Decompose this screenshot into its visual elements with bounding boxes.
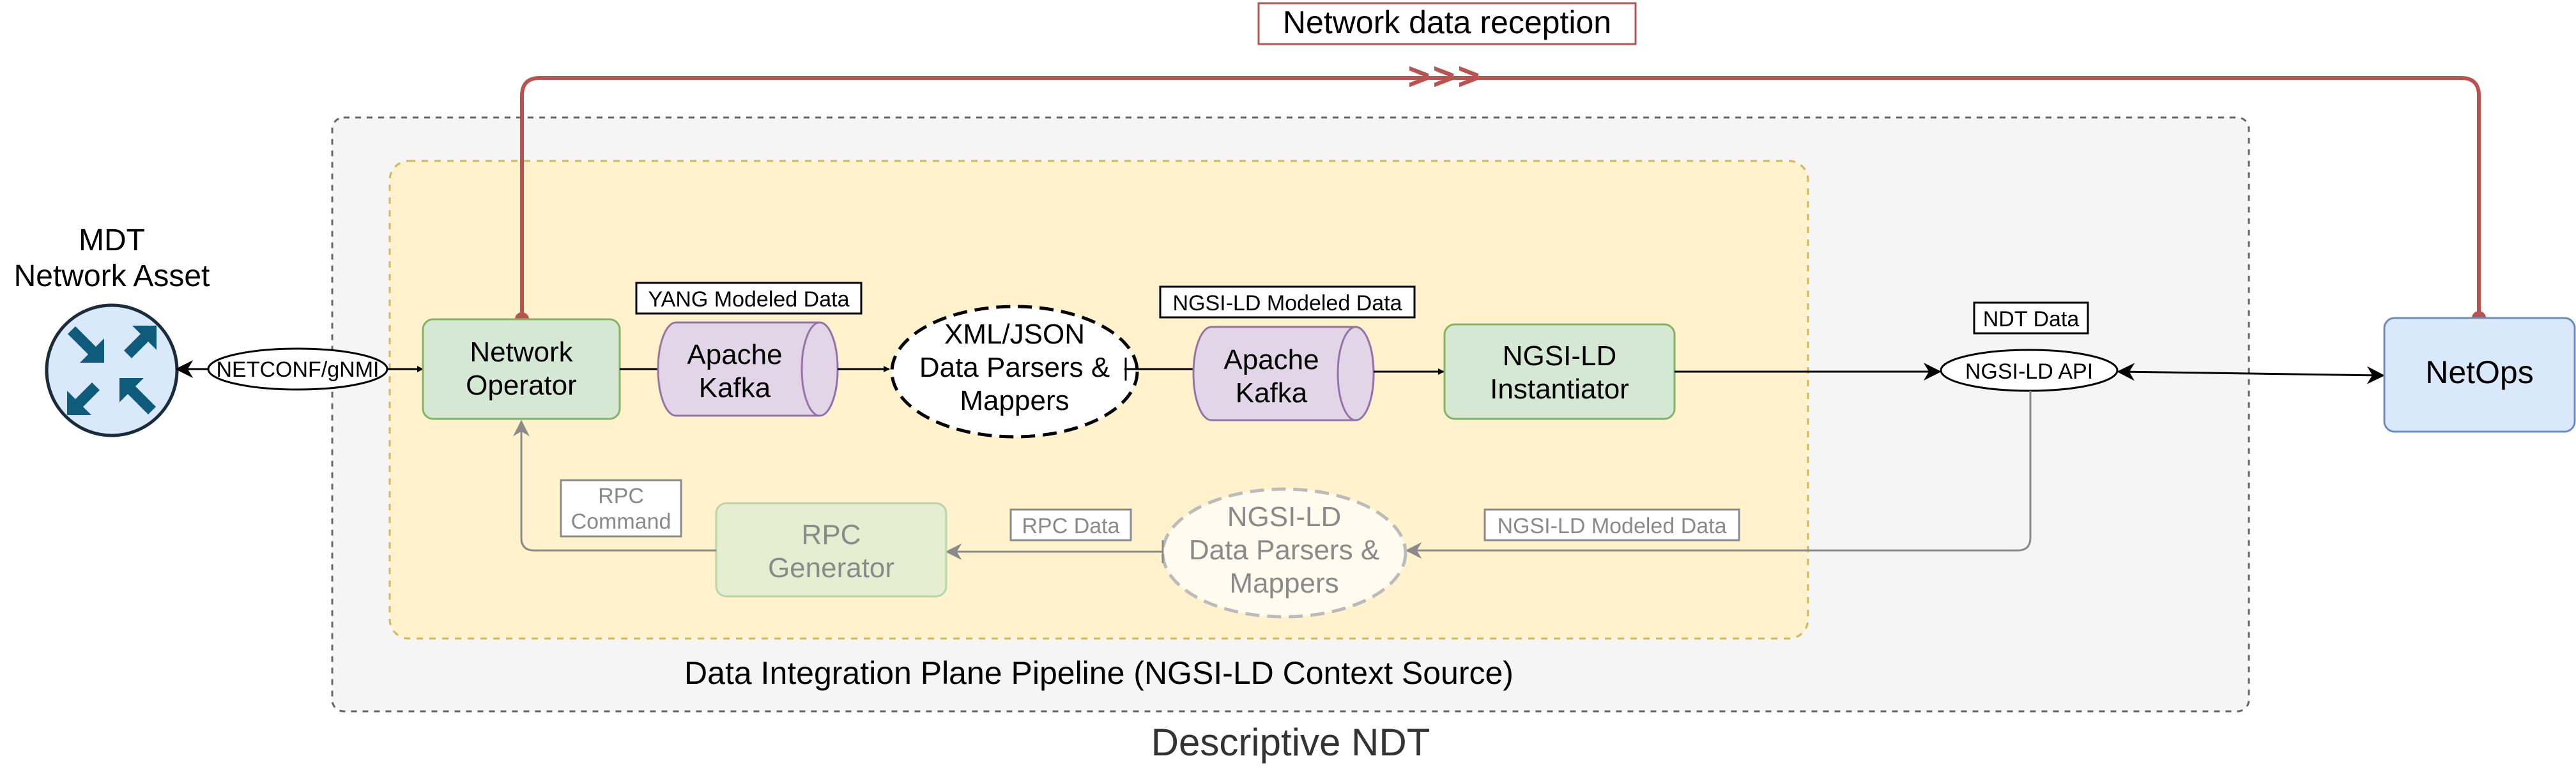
rpc-generator-line2: Generator — [768, 552, 894, 584]
rpc-generator-line1: RPC — [802, 519, 861, 550]
ngsild-modeled-top-label: NGSI-LD Modeled Data — [1172, 291, 1402, 315]
kafka2-cylinder — [1192, 326, 1375, 421]
reception-chevrons: >>> — [1407, 55, 1482, 98]
ngsild-instantiator-line2: Instantiator — [1490, 374, 1629, 405]
netops-box[interactable] — [2383, 317, 2576, 433]
ngsild-instantiator-line1: NGSI-LD — [1503, 340, 1616, 372]
xml-json-parsers-line1: XML/JSON — [944, 319, 1085, 350]
ndt-data-label: NDT Data — [1983, 307, 2080, 331]
rpc-command-box — [560, 479, 682, 538]
ngsild-parsers-ellipse — [1161, 487, 1407, 619]
xml-json-parsers-ellipse — [890, 305, 1139, 439]
network-operator-box — [422, 318, 621, 420]
descriptive-ndt-label: Descriptive NDT — [1151, 721, 1430, 764]
asset-title-line1: MDT — [79, 223, 145, 257]
network-data-reception-label: Network data reception — [1283, 4, 1611, 40]
rpc-data-label: RPC Data — [1022, 514, 1119, 538]
rpc-command-line1: RPC — [598, 484, 644, 508]
ngsild-parsers-line1: NGSI-LD — [1227, 501, 1341, 533]
pipeline-label: Data Integration Plane Pipeline (NGSI-LD… — [684, 655, 1514, 691]
rpcgen-operator-path — [513, 420, 716, 552]
rpc-data-box — [1009, 508, 1132, 541]
kafka1-cylinder — [657, 321, 839, 417]
protocol-ellipse — [207, 347, 388, 391]
yang-label: YANG Modeled Data — [648, 287, 850, 312]
ngsild-modeled-bottom-label: NGSI-LD Modeled Data — [1497, 514, 1726, 538]
xml-json-parsers-line3: Mappers — [960, 385, 1069, 416]
kafka1-line2: Kafka — [699, 372, 771, 404]
ngsild-api-label: NGSI-LD API — [1965, 360, 2093, 384]
kafka1-line1: Apache — [687, 339, 782, 370]
netops-label: NetOps — [2425, 354, 2534, 390]
network-data-reception-line — [520, 76, 2481, 319]
network-operator-line2: Operator — [466, 370, 577, 401]
xml-json-parsers-line2: Data Parsers & — [919, 352, 1110, 383]
api-netops-link — [2117, 363, 2385, 384]
ngsild-parsers-line3: Mappers — [1229, 568, 1338, 599]
kafka2-line2: Kafka — [1236, 377, 1308, 409]
ngsild-parsers-line2: Data Parsers & — [1189, 534, 1379, 566]
protocol-label: NETCONF/gNMI — [217, 358, 379, 382]
rpc-command-line2: Command — [571, 510, 671, 534]
network-data-reception-box — [1257, 2, 1637, 45]
asset-title-line2: Network Asset — [14, 259, 210, 293]
ngsild-modeled-bottom-box — [1483, 508, 1740, 541]
router-icon — [45, 303, 179, 437]
ndt-data-box — [1973, 301, 2089, 335]
api-return-path — [1405, 391, 2032, 559]
ngsild-modeled-top-box — [1159, 285, 1416, 319]
network-operator-line1: Network — [470, 337, 573, 368]
yang-label-box — [635, 282, 862, 315]
kafka2-line1: Apache — [1223, 344, 1319, 375]
